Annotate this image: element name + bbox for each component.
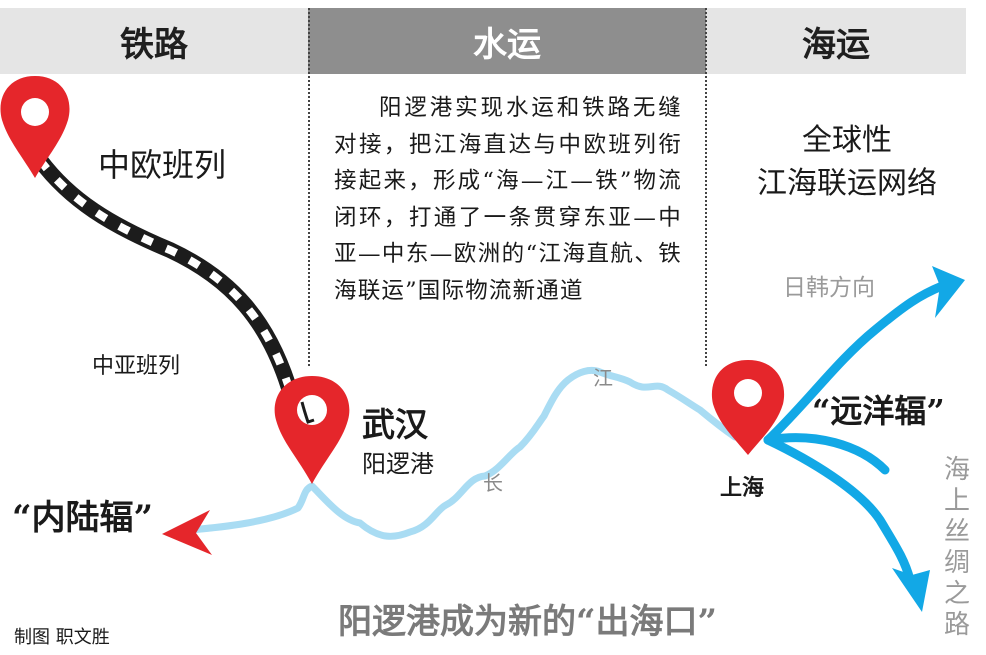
label-wuhan: 武汉 [362, 405, 428, 444]
label-river-chang: 长 [483, 471, 503, 495]
inland-arrow-head [162, 510, 212, 555]
ocean-route-maritime-silk [763, 435, 915, 585]
label-river-jiang: 江 [593, 366, 613, 390]
ocean-route-japan-korea [763, 281, 947, 445]
label-maritime-silk-road: 海上丝绸之路 [944, 455, 971, 640]
pin-wuhan-icon [274, 376, 350, 484]
header-sea: 海运 [706, 8, 966, 74]
railway-ties [36, 157, 296, 400]
divider-left [308, 8, 310, 366]
label-inland-radiation: “内陆辐” [12, 498, 154, 538]
pin-china-europe-icon [0, 76, 70, 178]
label-global-network-2: 江海联运网络 [757, 166, 937, 201]
ocean-route-far-sea [763, 433, 890, 475]
header-water: 水运 [308, 8, 706, 74]
label-japan-korea-direction: 日韩方向 [783, 275, 875, 301]
pin-shanghai-icon [711, 360, 785, 455]
yangtze-river [186, 366, 739, 540]
label-china-europe-train: 中欧班列 [98, 146, 227, 184]
label-ocean-radiation: “远洋辐” [812, 392, 945, 430]
credit-text: 制图 职文胜 [14, 627, 110, 648]
water-description: 阳逻港实现水运和铁路无缝对接，把江海直达与中欧班列衔接起来，形成“海—江—铁”物… [334, 95, 682, 304]
label-yangluo-port: 阳逻港 [362, 450, 434, 478]
label-global-network-1: 全球性 [802, 123, 892, 158]
maritime-silk-arrow-head [892, 568, 930, 612]
label-shanghai: 上海 [720, 476, 765, 501]
header-rail: 铁路 [0, 8, 308, 74]
japan-korea-arrow-head [932, 266, 965, 318]
divider-right [705, 8, 707, 366]
main-title: 阳逻港成为新的“出海口” [338, 602, 718, 642]
label-central-asia-train: 中亚班列 [92, 354, 181, 379]
